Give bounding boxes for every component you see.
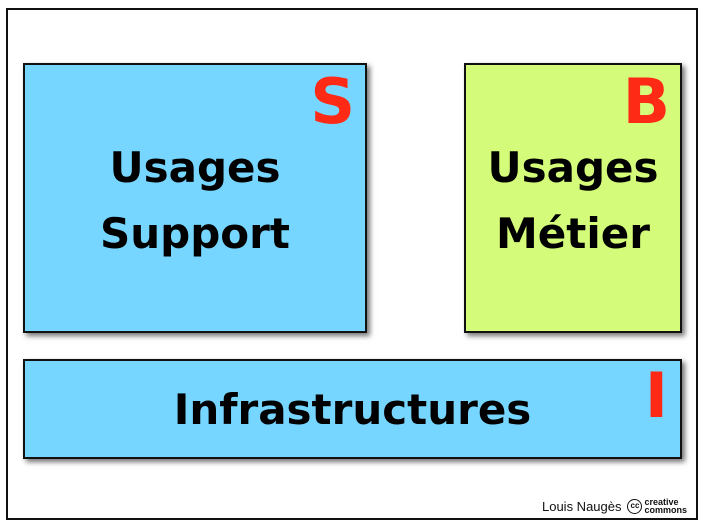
- usages-metier-label-line-1: Usages: [487, 143, 659, 192]
- footer-credit: Louis Naugès cc creative commons: [541, 497, 687, 515]
- letter-i-marker: I: [644, 359, 668, 432]
- letter-s-marker: S: [310, 65, 355, 138]
- box-usages-support: S Usages Support: [23, 63, 367, 333]
- usages-support-label-line-1: Usages: [109, 143, 281, 192]
- creative-commons-logo: cc creative commons: [627, 497, 687, 515]
- creative-commons-text: creative commons: [644, 497, 687, 515]
- creative-commons-text-line-2: commons: [644, 505, 687, 515]
- usages-support-label-line-2: Support: [100, 209, 290, 258]
- usages-support-label: Usages Support: [25, 135, 365, 267]
- box-usages-metier: B Usages Métier: [464, 63, 682, 333]
- author-name: Louis Naugès: [541, 498, 622, 514]
- creative-commons-text-line-1: creative: [644, 497, 679, 507]
- infrastructures-label: Infrastructures: [173, 385, 532, 434]
- usages-metier-label-line-2: Métier: [496, 209, 650, 258]
- usages-metier-label: Usages Métier: [466, 135, 680, 267]
- letter-b-marker: B: [622, 65, 670, 138]
- box-infrastructures: I Infrastructures: [23, 359, 682, 459]
- creative-commons-icon: cc: [627, 498, 643, 514]
